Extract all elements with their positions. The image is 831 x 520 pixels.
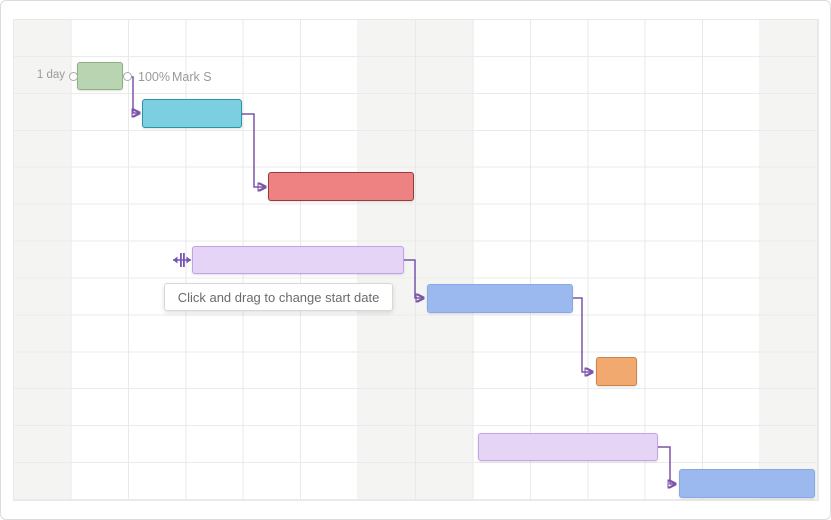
task-progress-label: 100% <box>138 70 170 84</box>
tooltip: Click and drag to change start date <box>164 283 393 311</box>
task-bar-5[interactable] <box>427 284 573 313</box>
resize-handle-left-icon[interactable] <box>69 72 78 81</box>
task-bar-1[interactable] <box>77 62 123 90</box>
gantt-grid <box>13 19 819 501</box>
drag-start-date-handle-icon[interactable] <box>172 252 192 273</box>
task-bar-2[interactable] <box>142 99 242 128</box>
weekend-shade <box>14 20 72 500</box>
task-duration-label: 1 day <box>36 69 65 81</box>
resize-handle-right-icon[interactable] <box>123 72 132 81</box>
task-bar-4[interactable] <box>192 246 404 274</box>
task-bar-6[interactable] <box>596 357 637 386</box>
weekend-shade <box>760 20 818 500</box>
task-bar-7[interactable] <box>478 433 658 461</box>
task-assignee-label: Mark S <box>172 70 212 84</box>
task-bar-8[interactable] <box>679 469 815 498</box>
task-bar-3[interactable] <box>268 172 414 201</box>
